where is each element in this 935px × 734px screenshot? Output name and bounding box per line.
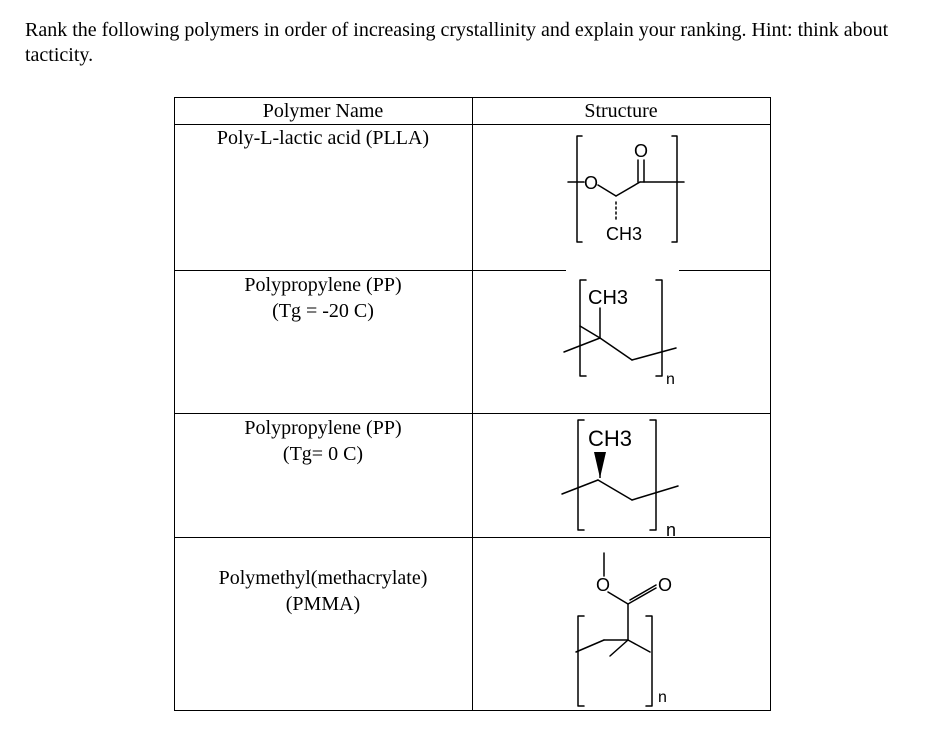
row-2-polymer-note: (Tg = -20 C) [272, 300, 374, 322]
table-row-divider [679, 270, 771, 271]
pp-isotactic-methyl-label: CH3 [588, 426, 632, 451]
pmma-carbonyl-oxygen: O [658, 575, 672, 595]
repeat-bracket-left [577, 615, 585, 707]
table-column-divider [472, 97, 473, 711]
plla-methyl-label: CH3 [606, 224, 642, 244]
table-row-divider [174, 270, 566, 271]
pp-atactic-methyl-label: CH3 [588, 287, 628, 309]
repeat-bracket-right [645, 615, 653, 707]
row-3-polymer-name: Polypropylene (PP) [244, 417, 402, 439]
table-border-left [174, 97, 175, 711]
plla-structure [567, 135, 685, 243]
row-1-polymer-name: Poly-L-lactic acid (PLLA) [216, 127, 430, 149]
row-3-polymer-note: (Tg= 0 C) [282, 443, 364, 465]
pmma-ester-oxygen: O [596, 575, 610, 595]
repeat-bracket-left [576, 135, 583, 243]
pmma-repeat-n: n [658, 689, 667, 706]
plla-ring-oxygen: O [584, 173, 598, 193]
repeat-bracket-right [649, 419, 657, 531]
plla-carbonyl-oxygen: O [634, 141, 648, 161]
repeat-bracket-left [577, 419, 585, 531]
row-4-polymer-note: (PMMA) [285, 593, 361, 615]
polymer-table: Polymer Name Structure Poly-L-lactic aci… [174, 97, 771, 711]
pp-isotactic-repeat-n: n [666, 520, 676, 540]
header-structure: Structure [584, 100, 658, 122]
pmma-structure [575, 552, 657, 707]
table-border-right [770, 97, 771, 711]
row-2-polymer-name: Polypropylene (PP) [244, 274, 402, 296]
pp-atactic-structure [563, 279, 677, 377]
repeat-bracket-right [655, 279, 663, 377]
pp-atactic-repeat-n: n [666, 371, 675, 388]
pp-isotactic-structure [561, 419, 679, 531]
repeat-bracket-left [579, 279, 587, 377]
repeat-bracket-right [671, 135, 678, 243]
row-4-polymer-name: Polymethyl(methacrylate) [218, 567, 428, 589]
question-text: Rank the following polymers in order of … [25, 19, 889, 66]
header-polymer-name: Polymer Name [262, 100, 384, 122]
